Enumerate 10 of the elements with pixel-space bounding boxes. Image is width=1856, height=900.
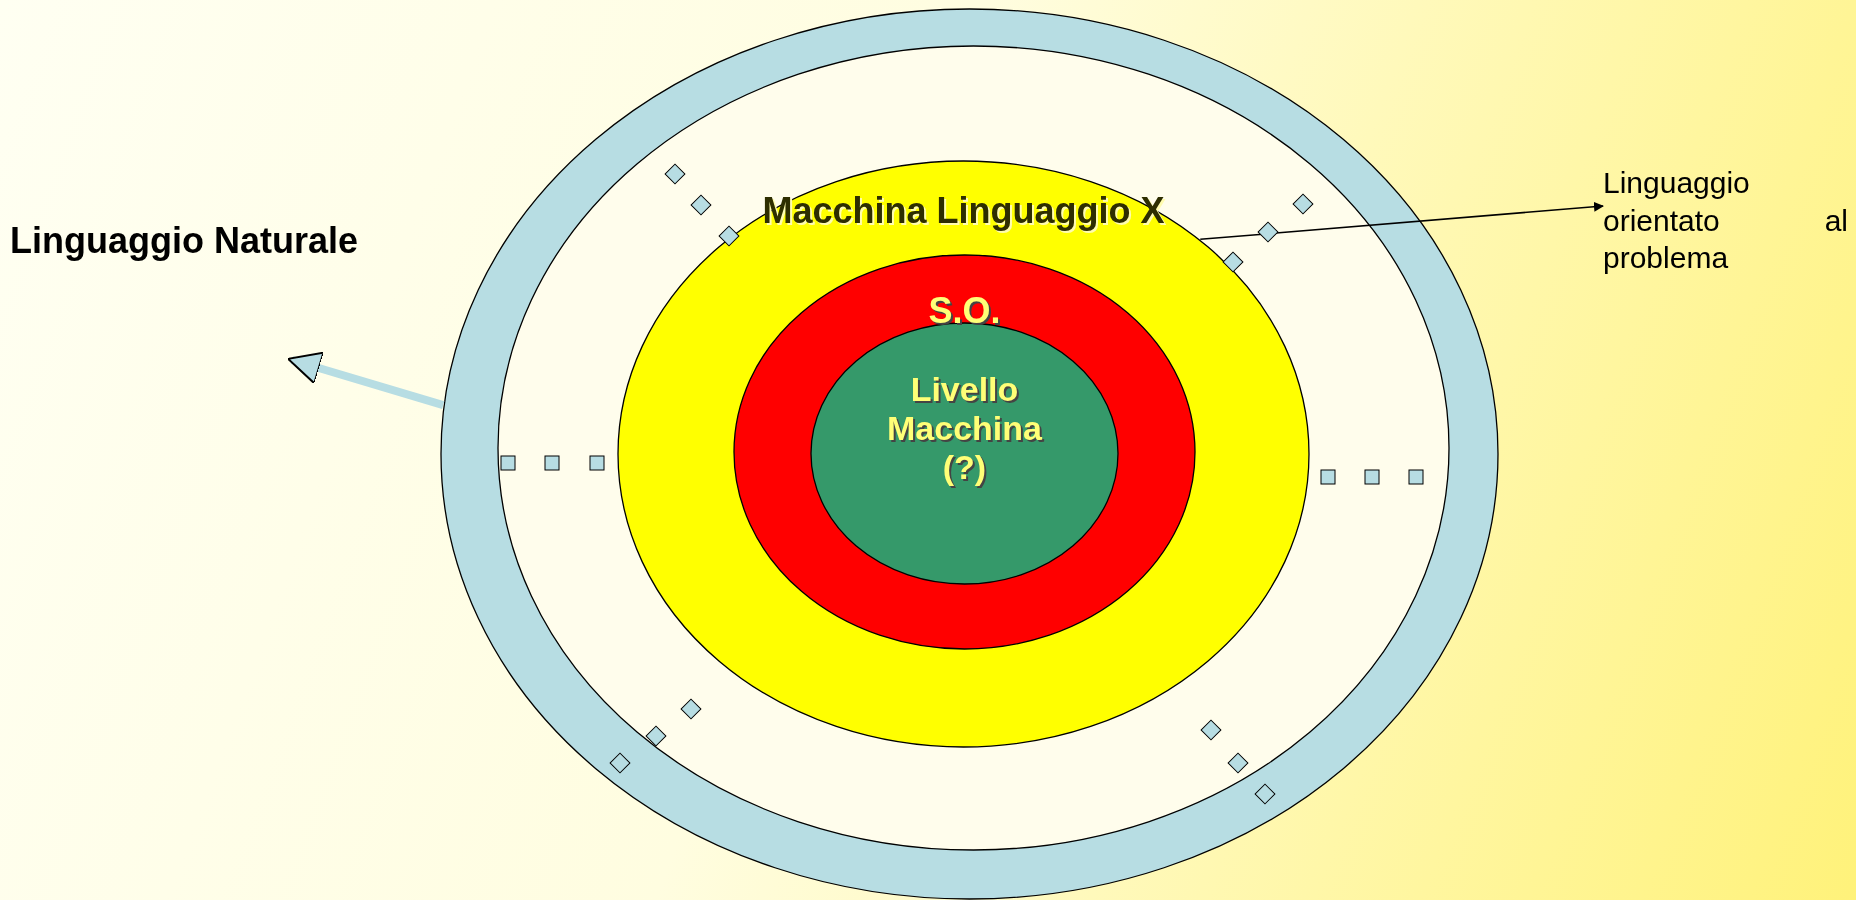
text-label: Linguaggio Naturale [10, 220, 480, 360]
layer-ellipse [617, 160, 1310, 748]
layer-label: Livello Macchina (?) [886, 370, 1043, 487]
outer-ring-ellipse [440, 8, 1499, 900]
text-label: Linguaggio orientato al problema [1603, 164, 1848, 277]
core-ellipse [810, 322, 1119, 585]
block-arrow [287, 351, 445, 409]
arrow [1199, 201, 1604, 241]
layer-ellipse [733, 254, 1196, 650]
layer-label: S.O. [927, 290, 1002, 332]
